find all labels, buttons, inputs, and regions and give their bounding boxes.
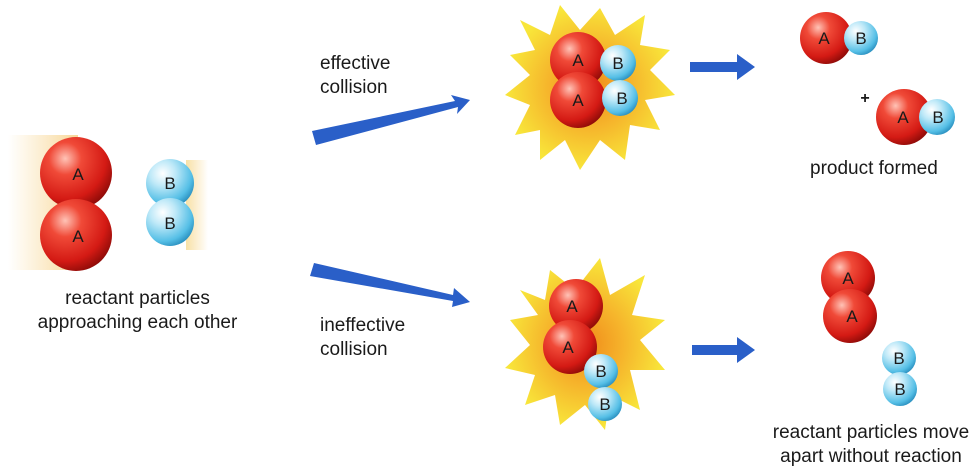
atom-b-label: B <box>595 362 606 381</box>
effective-collision-label: effective collision <box>320 52 390 100</box>
atom-b-label: B <box>894 380 905 399</box>
atom-a <box>821 251 875 305</box>
atom-a-label: A <box>572 51 584 70</box>
atom-b-label: B <box>616 89 627 108</box>
atom-b <box>146 198 194 246</box>
atom-b <box>883 372 917 406</box>
move-apart-caption: reactant particles move apart without re… <box>765 421 977 469</box>
atom-a-label: A <box>897 108 909 127</box>
atom-a-label: A <box>818 29 830 48</box>
reactant-molecule-a2: A A <box>40 137 112 271</box>
atom-b-label: B <box>893 349 904 368</box>
product-arrow <box>690 54 755 80</box>
atom-a <box>876 89 932 145</box>
atom-a <box>40 137 112 209</box>
reactant-caption-line-2: approaching each other <box>37 312 238 333</box>
atom-a <box>40 199 112 271</box>
separated-molecule-b2: B B <box>882 341 917 406</box>
reactant-caption-line-1: reactant particles <box>65 288 210 309</box>
reactant-caption: reactant particles approaching each othe… <box>30 287 245 335</box>
atom-b-label: B <box>932 108 943 127</box>
atom-a-label: A <box>72 227 84 246</box>
atom-a-label: A <box>846 307 858 326</box>
atom-b-label: B <box>599 395 610 414</box>
product-molecule-ab-2: A B <box>876 89 955 145</box>
reactant-molecule-b2: B B <box>146 159 194 246</box>
atom-b <box>602 80 638 116</box>
ineffective-collision-molecules: A A B B <box>543 279 622 421</box>
effective-label-line-1: effective <box>320 53 391 74</box>
atom-a <box>800 12 852 64</box>
effective-collision-molecules: A A B B <box>550 32 638 128</box>
atom-b-label: B <box>164 214 175 233</box>
atom-b <box>600 45 636 81</box>
ineffective-arrow <box>310 263 470 307</box>
move-apart-line-2: apart without reaction <box>780 446 962 467</box>
plus-sign: + <box>860 90 869 107</box>
product-formed-label: product formed <box>810 158 938 179</box>
atom-b <box>844 21 878 55</box>
atom-b <box>584 354 618 388</box>
effective-label-line-2: collision <box>320 77 388 98</box>
atom-a <box>549 279 603 333</box>
atom-b <box>146 159 194 207</box>
atom-b <box>919 99 955 135</box>
move-apart-line-1: reactant particles move <box>772 422 970 443</box>
separated-molecule-a2: A A <box>821 251 877 343</box>
effective-arrow <box>312 95 470 145</box>
atom-b-label: B <box>612 54 623 73</box>
atom-a-label: A <box>566 297 578 316</box>
product-molecule-ab-1: A B <box>800 12 878 64</box>
no-reaction-arrow <box>692 337 755 363</box>
atom-b <box>882 341 916 375</box>
atom-a-label: A <box>72 165 84 184</box>
ineffective-label-line-1: ineffective <box>320 315 406 336</box>
atom-a-label: A <box>562 338 574 357</box>
atom-a <box>550 72 606 128</box>
atom-a <box>550 32 606 88</box>
atom-a <box>823 289 877 343</box>
atom-a-label: A <box>572 91 584 110</box>
atom-b <box>588 387 622 421</box>
atom-b-label: B <box>164 174 175 193</box>
atom-a <box>543 320 597 374</box>
ineffective-collision-label: ineffective collision <box>320 314 405 362</box>
ineffective-label-line-2: collision <box>320 339 388 360</box>
atom-b-label: B <box>855 29 866 48</box>
atom-a-label: A <box>842 269 854 288</box>
